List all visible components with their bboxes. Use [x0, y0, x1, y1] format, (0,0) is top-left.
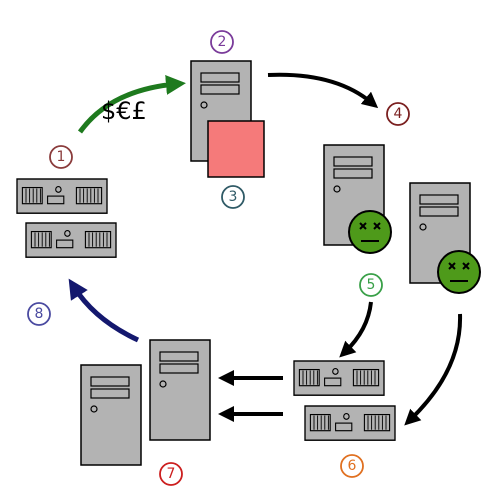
arrow-5-to-6-left [339, 301, 373, 358]
step-number: 5 [367, 277, 376, 293]
step-number: 6 [348, 458, 357, 474]
step-number: 1 [57, 149, 66, 165]
dead-face-icon [348, 210, 392, 254]
step-number: 2 [218, 34, 227, 50]
restored-tower-front [149, 339, 211, 441]
restored-tower-back [80, 364, 142, 466]
arrow-4-to-6-right [404, 313, 463, 426]
replacement-rack-top [293, 360, 385, 396]
dead-face-icon [437, 250, 481, 294]
step-badge-8: 8 [27, 302, 51, 326]
step-badge-4: 4 [386, 102, 410, 126]
step-number: 3 [229, 189, 238, 205]
step-number: 7 [167, 466, 176, 482]
step-badge-2: 2 [210, 30, 234, 54]
step-badge-7: 7 [159, 462, 183, 486]
rack-server-bottom [25, 222, 117, 258]
arrow-navy-8 [68, 278, 140, 343]
step-number: 8 [35, 306, 44, 322]
rack-server-top [16, 178, 108, 214]
payload-block [207, 120, 265, 178]
step-number: 4 [394, 106, 403, 122]
step-badge-5: 5 [359, 273, 383, 297]
step-badge-6: 6 [340, 454, 364, 478]
step-badge-1: 1 [49, 145, 73, 169]
replacement-rack-bottom [304, 405, 396, 441]
arrow-2-to-4 [267, 72, 379, 109]
step-badge-3: 3 [221, 185, 245, 209]
arrow-green-payment [77, 74, 186, 134]
currency-label: $€£ [101, 97, 147, 125]
